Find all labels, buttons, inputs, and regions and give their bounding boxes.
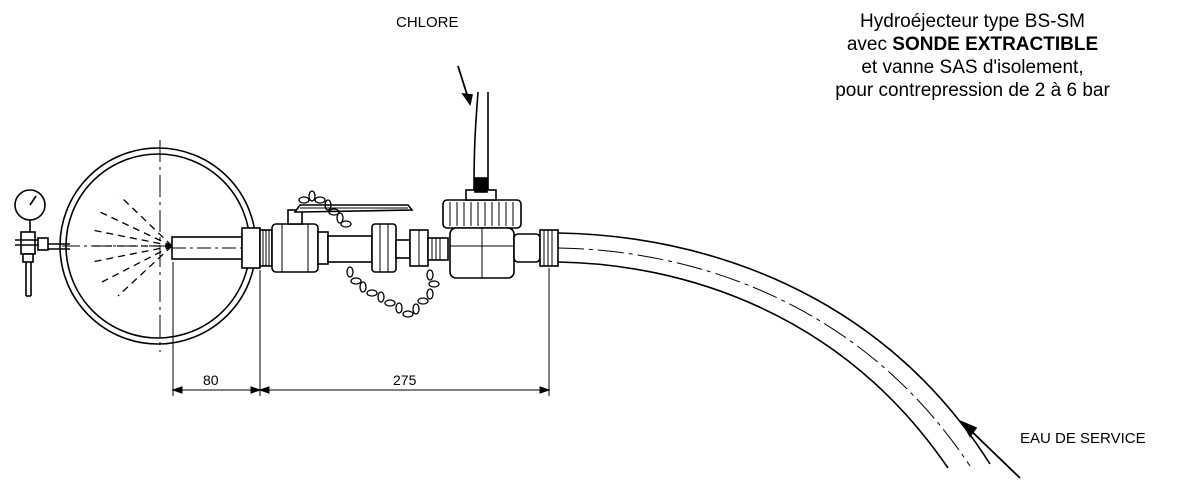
injection-lance	[171, 227, 273, 269]
title-line-2: avec SONDE EXTRACTIBLE	[760, 33, 1185, 56]
dimension-275: 275	[393, 372, 417, 388]
diagram-title: Hydroéjecteur type BS-SM avec SONDE EXTR…	[760, 10, 1185, 102]
title-line-2-prefix: avec	[846, 34, 893, 55]
spray-jet	[88, 195, 173, 297]
chain-bottom	[346, 266, 440, 318]
chain-top	[298, 190, 352, 228]
dimension-lines	[171, 262, 551, 396]
coupling-connector	[327, 223, 449, 273]
pressure-gauge-icon	[14, 189, 70, 297]
title-line-2-bold: SONDE EXTRACTIBLE	[892, 34, 1099, 55]
chlorine-tube	[457, 65, 489, 193]
chlorine-label: CHLORE	[396, 14, 459, 31]
service-water-label: EAU DE SERVICE	[1020, 430, 1146, 447]
isolation-valve	[271, 204, 414, 273]
dimension-80: 80	[203, 372, 219, 388]
service-water-hose	[557, 232, 1021, 479]
title-line-3: et vanne SAS d'isolement,	[861, 57, 1084, 78]
title-line-1: Hydroéjecteur type BS-SM	[860, 11, 1085, 32]
ejector-body	[442, 189, 559, 279]
title-line-4: pour contrepression de 2 à 6 bar	[835, 80, 1110, 101]
